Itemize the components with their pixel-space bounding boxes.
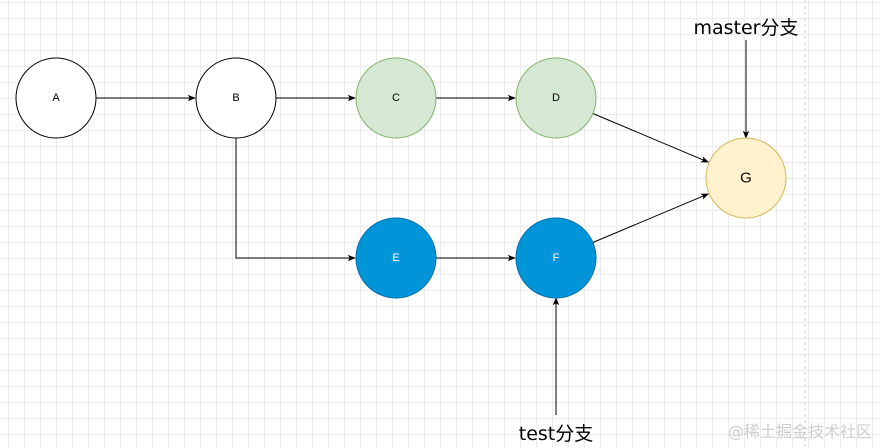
commit-node-c-label: C bbox=[392, 92, 400, 104]
commit-node-b-circle bbox=[195, 57, 277, 139]
branch-pointers bbox=[552, 40, 750, 415]
commit-node-f-circle bbox=[515, 217, 597, 299]
commit-node-a-label: A bbox=[52, 92, 60, 104]
commit-node-c-circle bbox=[355, 57, 437, 139]
edges-layer bbox=[96, 94, 709, 262]
commit-node-g-circle bbox=[705, 137, 787, 219]
master-branch-label: master分支 bbox=[693, 17, 798, 39]
commit-node-e-label: E bbox=[392, 252, 399, 264]
edge-f-g bbox=[592, 193, 709, 243]
commit-node-b[interactable]: B bbox=[195, 57, 277, 139]
nodes-layer: A B C D E F G bbox=[15, 57, 787, 299]
commit-node-f-label: F bbox=[553, 252, 560, 264]
watermark-text: @稀土掘金技术社区 bbox=[727, 422, 872, 441]
commit-node-e-circle bbox=[355, 217, 437, 299]
commit-node-e[interactable]: E bbox=[355, 217, 437, 299]
commit-node-d-label: D bbox=[552, 92, 560, 104]
commit-node-d[interactable]: D bbox=[515, 57, 597, 139]
commit-node-b-label: B bbox=[232, 92, 239, 104]
commit-node-f[interactable]: F bbox=[515, 217, 597, 299]
commit-node-g[interactable]: G bbox=[705, 137, 787, 219]
edge-b-e bbox=[235, 138, 356, 262]
edge-d-g bbox=[592, 113, 709, 163]
commit-node-g-label: G bbox=[740, 170, 752, 187]
commit-node-a[interactable]: A bbox=[15, 57, 97, 139]
commit-node-d-circle bbox=[515, 57, 597, 139]
commit-node-a-circle bbox=[15, 57, 97, 139]
commit-node-c[interactable]: C bbox=[355, 57, 437, 139]
test-branch-label: test分支 bbox=[519, 423, 594, 445]
